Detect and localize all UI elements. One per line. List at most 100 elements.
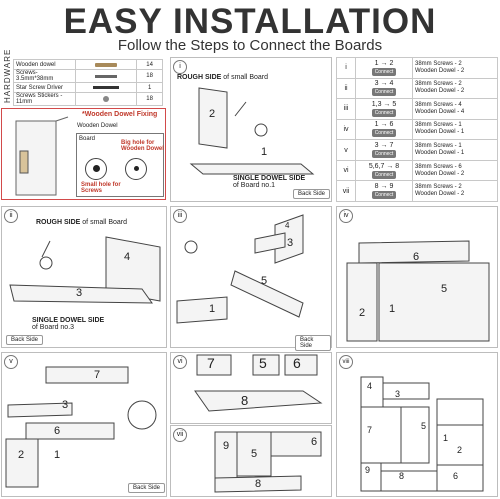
board-label: 3 bbox=[287, 237, 294, 249]
connection-text: 3 → 7 bbox=[374, 142, 394, 150]
board-label: 4 bbox=[124, 251, 131, 263]
hardware-label: HARDWARE bbox=[3, 48, 12, 103]
step-ii-drawing bbox=[9, 236, 161, 304]
connect-tag: Connect bbox=[371, 67, 397, 76]
board-label: 4 bbox=[285, 221, 290, 230]
connection-text: 1,3 → 5 bbox=[371, 100, 397, 108]
step-spec: 38mm Screws - 2 Wooden Dowel - 2 bbox=[412, 77, 498, 100]
board-label: 7 bbox=[207, 355, 215, 371]
hw-name: Wooden dowel bbox=[13, 59, 76, 70]
board-label: 4 bbox=[367, 381, 373, 391]
step-badge: viii bbox=[339, 355, 353, 369]
screw-icon bbox=[74, 69, 138, 83]
step-roman: i bbox=[336, 57, 356, 79]
connection-text: 1 → 2 bbox=[374, 59, 394, 67]
board-label: 7 bbox=[367, 425, 373, 435]
small-hole-label: Small hole for Screws bbox=[81, 182, 121, 194]
connection-text: 8 → 9 bbox=[374, 183, 394, 191]
step-vi-panel: vi 7 5 6 8 bbox=[170, 352, 332, 424]
connect-tag: Connect bbox=[371, 150, 397, 159]
step-vii-drawing bbox=[214, 431, 322, 493]
connect-tag: Connect bbox=[371, 170, 397, 179]
connect-tag: Connect bbox=[371, 88, 397, 97]
connection-text: 5,6,7 → 8 bbox=[368, 162, 400, 170]
hardware-table: Wooden dowel 14 Screws- 3.5mm*38mm 18 St… bbox=[13, 59, 163, 106]
hw-name: Screws- 3.5mm*38mm bbox=[13, 69, 76, 83]
step-i-drawing bbox=[189, 87, 315, 175]
board-label: 9 bbox=[365, 465, 371, 475]
board-label: 3 bbox=[76, 287, 83, 299]
board-label: 5 bbox=[441, 283, 448, 295]
back-side-tag: Back Side bbox=[128, 483, 166, 493]
hw-qty: 1 bbox=[136, 82, 163, 93]
board-label: 1 bbox=[54, 449, 61, 461]
board-label: 6 bbox=[54, 425, 61, 437]
board-label: 8 bbox=[255, 478, 262, 490]
step-viii-drawing bbox=[360, 376, 484, 492]
step-roman: vii bbox=[336, 180, 356, 202]
hw-name: Star Screw Driver bbox=[13, 82, 76, 93]
board-label: 2 bbox=[457, 445, 463, 455]
step-spec: 38mm Screws - 1 Wooden Dowel - 1 bbox=[412, 118, 498, 141]
step-roman: ii bbox=[336, 77, 356, 100]
hw-qty: 18 bbox=[136, 69, 163, 83]
page-title: EASY INSTALLATION bbox=[63, 2, 437, 41]
connect-tag: Connect bbox=[371, 191, 397, 200]
step-roman: iv bbox=[336, 118, 356, 141]
board-label: 6 bbox=[453, 471, 459, 481]
step-iii-panel: iii 4 3 5 1 Back Side bbox=[170, 206, 332, 351]
board-label: 2 bbox=[18, 449, 25, 461]
step-v-drawing bbox=[5, 366, 157, 488]
step-v-panel: v 7 3 6 2 1 Back Side bbox=[1, 352, 167, 497]
step-iii-drawing bbox=[176, 214, 304, 324]
step-roman: v bbox=[336, 139, 356, 161]
step-roman: iii bbox=[336, 98, 356, 120]
rough-side-rest: of small Board bbox=[221, 74, 269, 81]
rough-side-rest: of small Board bbox=[80, 219, 128, 226]
board-label: 9 bbox=[223, 440, 230, 452]
step-vii-panel: vii 9 5 6 8 bbox=[170, 425, 332, 497]
step-spec: 38mm Screws - 1 Wooden Dowel - 1 bbox=[412, 139, 498, 161]
table-row: Screws Stickers - 11mm 18 bbox=[13, 92, 163, 106]
small-hole-icon bbox=[125, 158, 147, 180]
single-dowel-strong: SINGLE DOWEL SIDE bbox=[233, 175, 306, 182]
dowel-fixing-title: *Wooden Dowel Fixing bbox=[82, 111, 158, 118]
step-ii-panel: ii ROUGH SIDE of small Board 4 3 SINGLE … bbox=[1, 206, 167, 348]
step-badge: iv bbox=[339, 209, 353, 223]
dowel-fixing-panel: *Wooden Dowel Fixing Wooden Dowel Board … bbox=[1, 108, 166, 200]
step-iv-panel: iv 6 5 2 1 bbox=[336, 206, 498, 348]
step-badge: vi bbox=[173, 355, 187, 369]
rough-side-strong: ROUGH SIDE bbox=[177, 74, 222, 81]
page-subtitle: Follow the Steps to Connect the Boards bbox=[117, 37, 383, 54]
step-badge: i bbox=[173, 60, 187, 74]
single-dowel-strong: SINGLE DOWEL SIDE bbox=[32, 317, 105, 324]
table-row: Wooden dowel 14 bbox=[13, 59, 163, 70]
board-label: 2 bbox=[209, 108, 216, 120]
board-label: 3 bbox=[62, 399, 69, 411]
hw-qty: 14 bbox=[136, 59, 163, 70]
step-roman: vi bbox=[336, 159, 356, 182]
rough-side-label: ROUGH SIDE of small Board bbox=[177, 74, 268, 81]
step-badge: vii bbox=[173, 428, 187, 442]
back-side-tag: Back Side bbox=[295, 335, 331, 351]
rough-side-label: ROUGH SIDE of small Board bbox=[36, 219, 127, 226]
board-label: 8 bbox=[241, 393, 249, 408]
board-label: 1 bbox=[261, 146, 268, 158]
step-badge: iii bbox=[173, 209, 187, 223]
step-i-panel: i ROUGH SIDE of small Board 2 1 SINGLE D… bbox=[170, 57, 332, 202]
table-row: Star Screw Driver 1 bbox=[13, 82, 163, 93]
connection-text: 1 → 6 bbox=[374, 121, 394, 129]
